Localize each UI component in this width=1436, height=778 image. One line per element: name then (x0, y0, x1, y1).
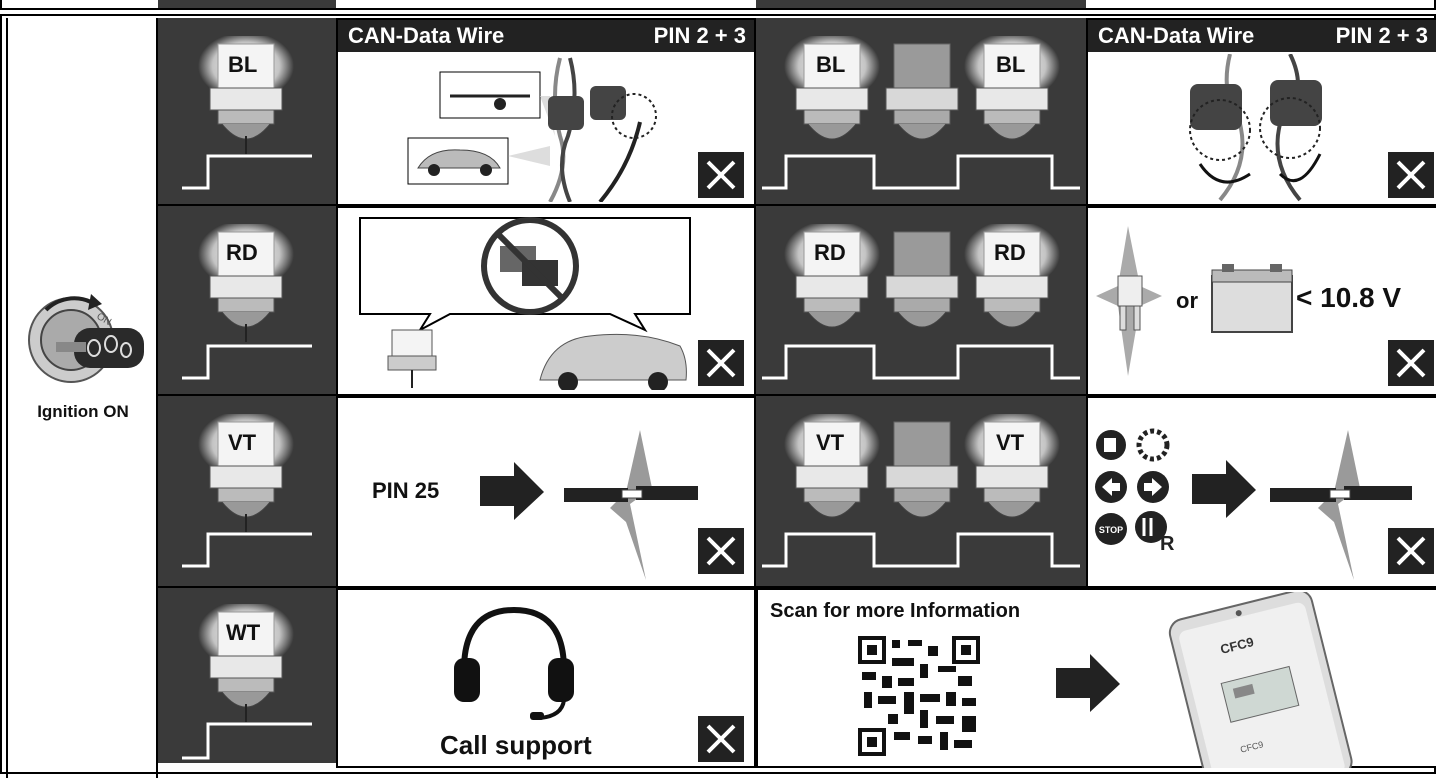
row-divider-3 (158, 586, 1436, 588)
signal-blink-bl (762, 154, 1080, 190)
header-left: CAN-Data Wire (348, 23, 505, 48)
led-label-bl: BL (228, 52, 258, 77)
led-pair-bl (782, 32, 1062, 161)
led-label-vt: VT (228, 430, 257, 455)
call-support-label: Call support (440, 730, 592, 760)
panel-can-wire-1-header: CAN-Data Wire PIN 2 + 3 (338, 20, 754, 52)
headset-icon (454, 606, 574, 720)
stop-label: STOP (1099, 525, 1123, 535)
phone-illustration (1168, 592, 1353, 768)
signal-steady-bl (182, 154, 312, 190)
panel-can-wire-2-header: CAN-Data Wire PIN 2 + 3 (1088, 20, 1436, 52)
led-pair-label-vt-1: VT (816, 430, 845, 455)
short-circuit-icon (1270, 430, 1412, 580)
close-icon[interactable] (1388, 528, 1434, 574)
stop-light-icon: STOP (1095, 513, 1127, 545)
close-icon[interactable] (1388, 340, 1434, 386)
led-label-wt: WT (226, 620, 261, 645)
fog-light-icon (1096, 430, 1126, 460)
close-icon[interactable] (698, 528, 744, 574)
left-column (6, 18, 158, 778)
led-pair-label-vt-2: VT (996, 430, 1025, 455)
top-strip (0, 0, 1436, 10)
no-communication-illustration (359, 217, 691, 390)
arrow-right-icon (1192, 460, 1256, 518)
fuse-icon (1096, 226, 1162, 376)
trailer-car-wire-illustration (407, 57, 657, 202)
signal-steady-vt (182, 532, 312, 568)
signal-blink-rd (762, 344, 1080, 380)
voltage-label: < 10.8 V (1296, 282, 1402, 313)
ignition-label: Ignition ON (37, 402, 129, 421)
row-divider-2 (158, 394, 1436, 396)
close-icon[interactable] (1388, 152, 1434, 198)
led-pair-label-bl-1: BL (816, 52, 846, 77)
led-pair-vt (782, 410, 1062, 539)
signal-steady-wt (182, 722, 312, 760)
battery-icon (1211, 264, 1293, 333)
signal-steady-rd (182, 344, 312, 380)
scan-label: Scan for more Information (770, 600, 1021, 622)
led-pair-label-rd-2: RD (994, 240, 1026, 265)
qr-code-icon (858, 636, 980, 756)
twisted-connector-illustration (1189, 54, 1322, 202)
led-module-wt (196, 600, 296, 729)
position-light-icon (1136, 428, 1170, 462)
close-icon[interactable] (698, 152, 744, 198)
reverse-gear-icon: R (1135, 511, 1174, 552)
gear-label: R (1160, 533, 1174, 552)
led-pair-rd (782, 220, 1062, 349)
top-strip-dark-1 (158, 0, 336, 8)
header-right: PIN 2 + 3 (653, 23, 746, 48)
pin-25-label: PIN 25 (372, 478, 440, 503)
turn-left-icon (1095, 471, 1127, 503)
close-icon[interactable] (698, 340, 744, 386)
header-right: PIN 2 + 3 (1335, 23, 1428, 48)
led-module-bl (196, 32, 296, 161)
led-module-vt (196, 410, 296, 539)
led-pair-label-rd-1: RD (814, 240, 846, 265)
arrow-right-icon (480, 462, 544, 520)
turn-right-icon (1137, 471, 1169, 503)
led-label-rd: RD (226, 240, 258, 265)
ignition-illustration: ON (16, 280, 151, 400)
arrow-right-icon (1056, 654, 1120, 712)
row-divider-1 (158, 204, 1436, 206)
short-circuit-icon (564, 430, 698, 580)
signal-blink-vt (762, 532, 1080, 568)
led-pair-label-bl-2: BL (996, 52, 1026, 77)
top-strip-dark-2 (756, 0, 1086, 8)
led-module-rd (196, 220, 296, 349)
or-label: or (1176, 288, 1198, 313)
close-icon[interactable] (698, 716, 744, 762)
header-left: CAN-Data Wire (1098, 23, 1255, 48)
